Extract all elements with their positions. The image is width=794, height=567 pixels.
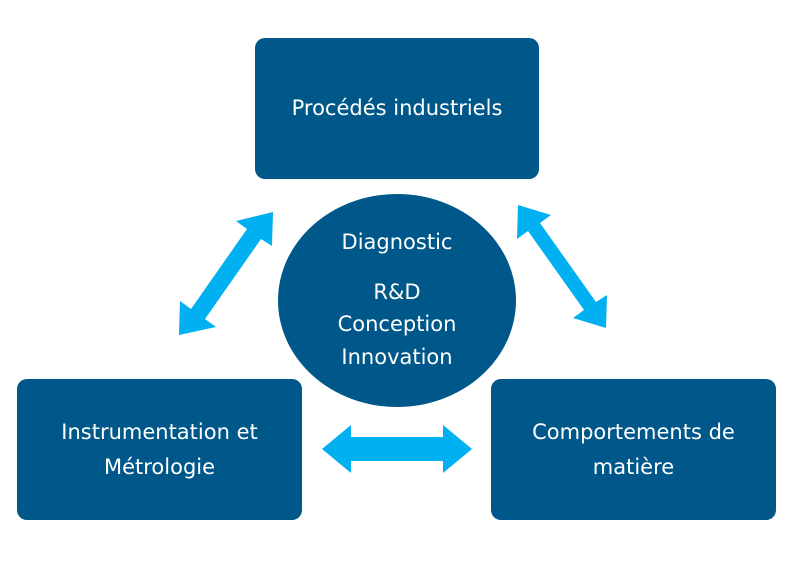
box-label-line-2: matière — [592, 454, 675, 479]
box-label-line-1: Comportements de — [532, 419, 735, 444]
double-arrow-top-left — [179, 212, 273, 335]
center-label-conception: Conception — [337, 312, 457, 336]
process-box-procedes: Procédés industriels — [255, 38, 539, 179]
double-arrow-top-right — [517, 205, 607, 328]
center-label-innovation: Innovation — [341, 345, 453, 369]
box-label: Procédés industriels — [291, 96, 503, 120]
process-box-comportements: Comportements de matière — [491, 379, 776, 520]
center-circle: Diagnostic R&D Conception Innovation — [278, 194, 516, 407]
center-label-diagnostic: Diagnostic — [341, 230, 453, 254]
process-box-instrumentation: Instrumentation et Métrologie — [17, 379, 302, 520]
box-label-line-1: Instrumentation et — [61, 419, 258, 444]
center-label-rd: R&D — [373, 280, 421, 304]
double-arrow-bottom — [322, 425, 472, 473]
box-label-line-2: Métrologie — [103, 454, 216, 479]
